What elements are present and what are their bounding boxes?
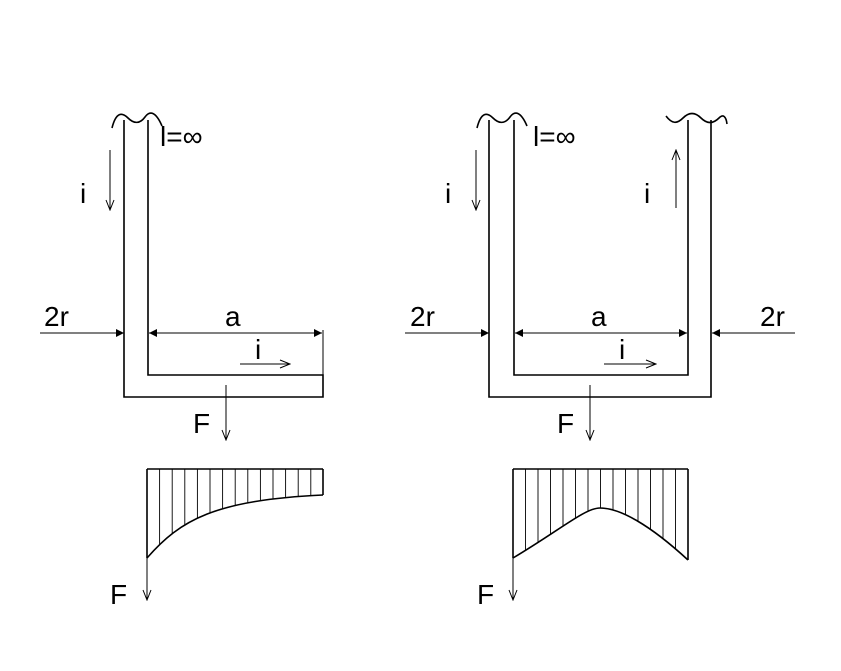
right-length-label: a: [591, 301, 607, 332]
left-diagram-force-label: F: [110, 579, 127, 610]
right-current-label-right: i: [644, 178, 650, 209]
left-length-label: a: [225, 301, 241, 332]
left-current-label-horizontal: i: [255, 334, 261, 365]
left-force-distribution: [146, 468, 324, 559]
left-conductor-break: [111, 112, 163, 129]
right-conductor-break-left: [476, 112, 528, 129]
right-diagram-force-label: F: [477, 579, 494, 610]
right-width-label-left: 2r: [410, 301, 435, 332]
right-force-label: F: [557, 408, 574, 439]
right-figure: l=∞ i i 2r a 2r i F F: [405, 112, 795, 610]
right-current-label-left: i: [445, 178, 451, 209]
right-inductance-label: l=∞: [533, 121, 576, 152]
right-conductor-outline: [488, 120, 712, 398]
right-width-label-right: 2r: [760, 301, 785, 332]
right-conductor-break-right: [665, 112, 728, 125]
right-force-distribution: [512, 468, 689, 561]
left-conductor-outline: [123, 120, 324, 398]
left-force-label: F: [193, 408, 210, 439]
left-width-label: 2r: [44, 301, 69, 332]
left-current-label-vertical: i: [80, 178, 86, 209]
left-inductance-label: l=∞: [160, 121, 203, 152]
right-current-label-horizontal: i: [619, 334, 625, 365]
left-figure: l=∞ i 2r a i F F: [40, 112, 324, 610]
